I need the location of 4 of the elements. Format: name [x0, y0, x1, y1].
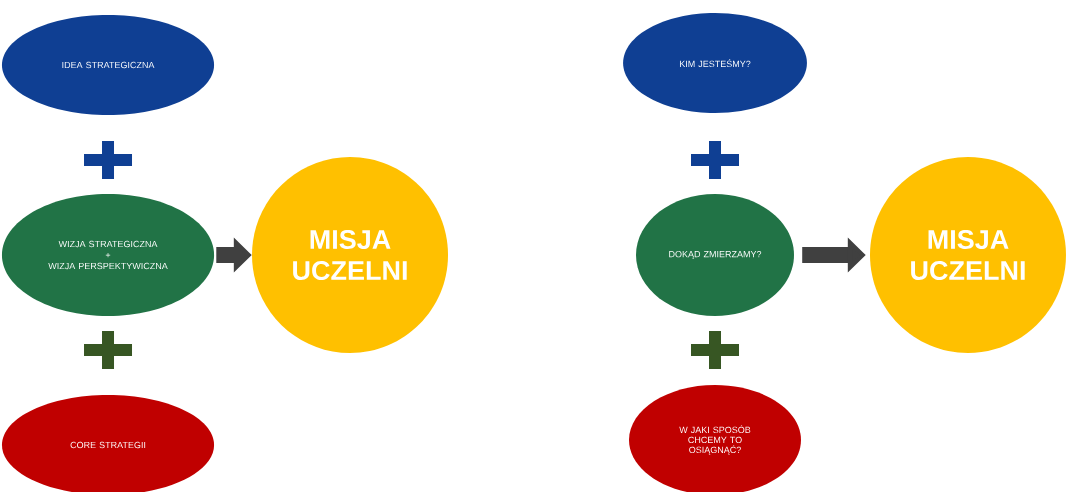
oval-box: WIZJA STRATEGICZNA + WIZJA PERSPEKTYWICZNA: [1, 194, 215, 316]
oval-box: DOKĄD ZMIERZAMY?: [636, 194, 794, 316]
oval-box: KIM JESTEŚMY?: [623, 13, 807, 113]
oval-box: IDEA STRATEGICZNA: [1, 15, 215, 115]
